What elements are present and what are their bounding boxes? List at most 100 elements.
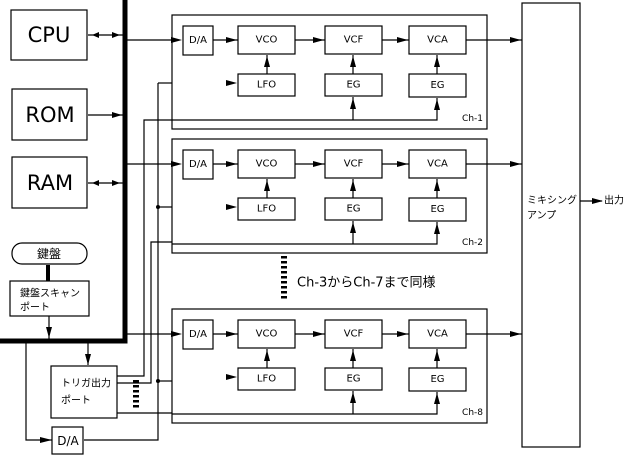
mixing-amp-label-2: アンプ xyxy=(527,210,556,222)
vca-block xyxy=(408,25,467,55)
channel-ellipsis-marks xyxy=(281,256,287,299)
arrow-right-icon xyxy=(397,161,408,167)
arrow-right-icon xyxy=(510,161,521,167)
arrow-right-icon xyxy=(171,37,182,43)
eg-vca-label: EG xyxy=(430,204,444,215)
keyboard-scan-port-label-2: ポート xyxy=(20,302,50,314)
vca-label: VCA xyxy=(427,159,448,170)
arrow-up-icon xyxy=(434,99,440,110)
arrow-left-icon xyxy=(92,32,99,38)
da-label: D/A xyxy=(189,35,207,46)
arrow-right-icon xyxy=(112,180,120,186)
vca-label: VCA xyxy=(427,329,448,340)
eg-vca-label: EG xyxy=(430,80,444,91)
arrow-right-icon xyxy=(226,374,237,380)
arrow-up-icon xyxy=(350,392,356,403)
system-bus xyxy=(0,0,128,344)
vco-label: VCO xyxy=(256,329,278,340)
arrow-up-icon xyxy=(350,56,356,67)
da-block xyxy=(182,25,214,56)
ellipsis-note: Ch-3からCh-7まで同様 xyxy=(297,276,436,291)
trigger-wire-ch2 xyxy=(117,241,172,384)
arrow-up-icon xyxy=(264,180,270,191)
eg-vcf-label: EG xyxy=(346,204,360,215)
vcf-label: VCF xyxy=(344,329,364,340)
arrow-up-icon xyxy=(434,56,440,67)
trigger-port-label-1: トリガ出力 xyxy=(61,377,111,390)
rom-label: ROM xyxy=(25,103,74,127)
arrow-right-icon xyxy=(226,331,237,337)
mixing-amp-label-1: ミキシング xyxy=(527,194,577,207)
arrow-up-icon xyxy=(350,180,356,191)
arrow-down-icon xyxy=(85,354,91,365)
channel-block-ch1: D/A VCO VCF VCA LFO EG EG Ch-1 xyxy=(171,14,522,130)
bottom-da-label: D/A xyxy=(57,434,79,448)
vco-block xyxy=(237,149,296,179)
arrow-right-icon xyxy=(226,204,237,210)
output-label: 出力 xyxy=(604,194,624,207)
ram-label: RAM xyxy=(27,171,73,195)
arrow-right-icon xyxy=(226,80,237,86)
da-block xyxy=(182,319,214,350)
arrow-up-icon xyxy=(264,56,270,67)
arrow-up-icon xyxy=(264,350,270,361)
vcf-block xyxy=(324,25,383,55)
arrow-right-icon xyxy=(171,331,182,337)
lfo-control-bus xyxy=(84,83,159,441)
arrow-right-icon xyxy=(40,437,52,443)
arrow-right-icon xyxy=(397,37,408,43)
vca-label: VCA xyxy=(427,35,448,46)
trigger-ellipsis-marks xyxy=(133,380,139,408)
arrow-left-icon xyxy=(92,180,99,186)
mixing-amp-block xyxy=(521,2,581,448)
eg-vca-label: EG xyxy=(430,374,444,385)
vco-label: VCO xyxy=(256,159,278,170)
arrow-right-icon xyxy=(510,37,521,43)
arrow-up-icon xyxy=(350,222,356,233)
bottom-da-block xyxy=(51,426,84,455)
vco-label: VCO xyxy=(256,35,278,46)
trigger-port-label-2: ポート xyxy=(61,395,91,407)
arrow-right-icon xyxy=(226,161,237,167)
arrow-right-icon xyxy=(592,198,603,204)
arrow-up-icon xyxy=(434,180,440,191)
arrow-right-icon xyxy=(171,161,182,167)
channel-id-label: Ch-1 xyxy=(462,114,483,124)
lfo-label: LFO xyxy=(257,80,276,91)
arrow-right-icon xyxy=(313,37,324,43)
arrow-right-icon xyxy=(313,331,324,337)
trigger-wire-ch1 xyxy=(117,119,172,377)
arrow-up-icon xyxy=(434,350,440,361)
arrow-right-icon xyxy=(313,161,324,167)
arrow-up-icon xyxy=(434,393,440,404)
arrow-up-icon xyxy=(434,223,440,234)
arrow-right-icon xyxy=(112,32,120,38)
vcf-label: VCF xyxy=(344,35,364,46)
rom-block xyxy=(11,88,88,141)
arrow-right-icon xyxy=(226,37,237,43)
trigger-output-port-block xyxy=(50,365,118,419)
keyboard-label: 鍵盤 xyxy=(37,246,61,261)
bus-bottom-da-wire xyxy=(25,343,52,441)
eg-vcf-label: EG xyxy=(346,80,360,91)
arrow-right-icon xyxy=(510,331,521,337)
arrow-right-icon xyxy=(112,112,122,118)
keyboard-block xyxy=(11,242,88,265)
channel-id-label: Ch-2 xyxy=(462,238,483,248)
arrow-down-icon xyxy=(46,327,52,338)
vcf-label: VCF xyxy=(344,159,364,170)
cpu-block xyxy=(10,9,88,61)
vco-block xyxy=(237,319,296,349)
da-label: D/A xyxy=(189,159,207,170)
eg-vcf-label: EG xyxy=(346,374,360,385)
keyboard-scan-port-label-1: 鍵盤スキャン xyxy=(20,287,80,300)
arrow-up-icon xyxy=(350,98,356,109)
channel-id-label: Ch-8 xyxy=(462,408,483,418)
arrow-up-icon xyxy=(350,350,356,361)
da-label: D/A xyxy=(189,329,207,340)
vca-block xyxy=(408,149,467,179)
ram-block xyxy=(11,156,88,209)
